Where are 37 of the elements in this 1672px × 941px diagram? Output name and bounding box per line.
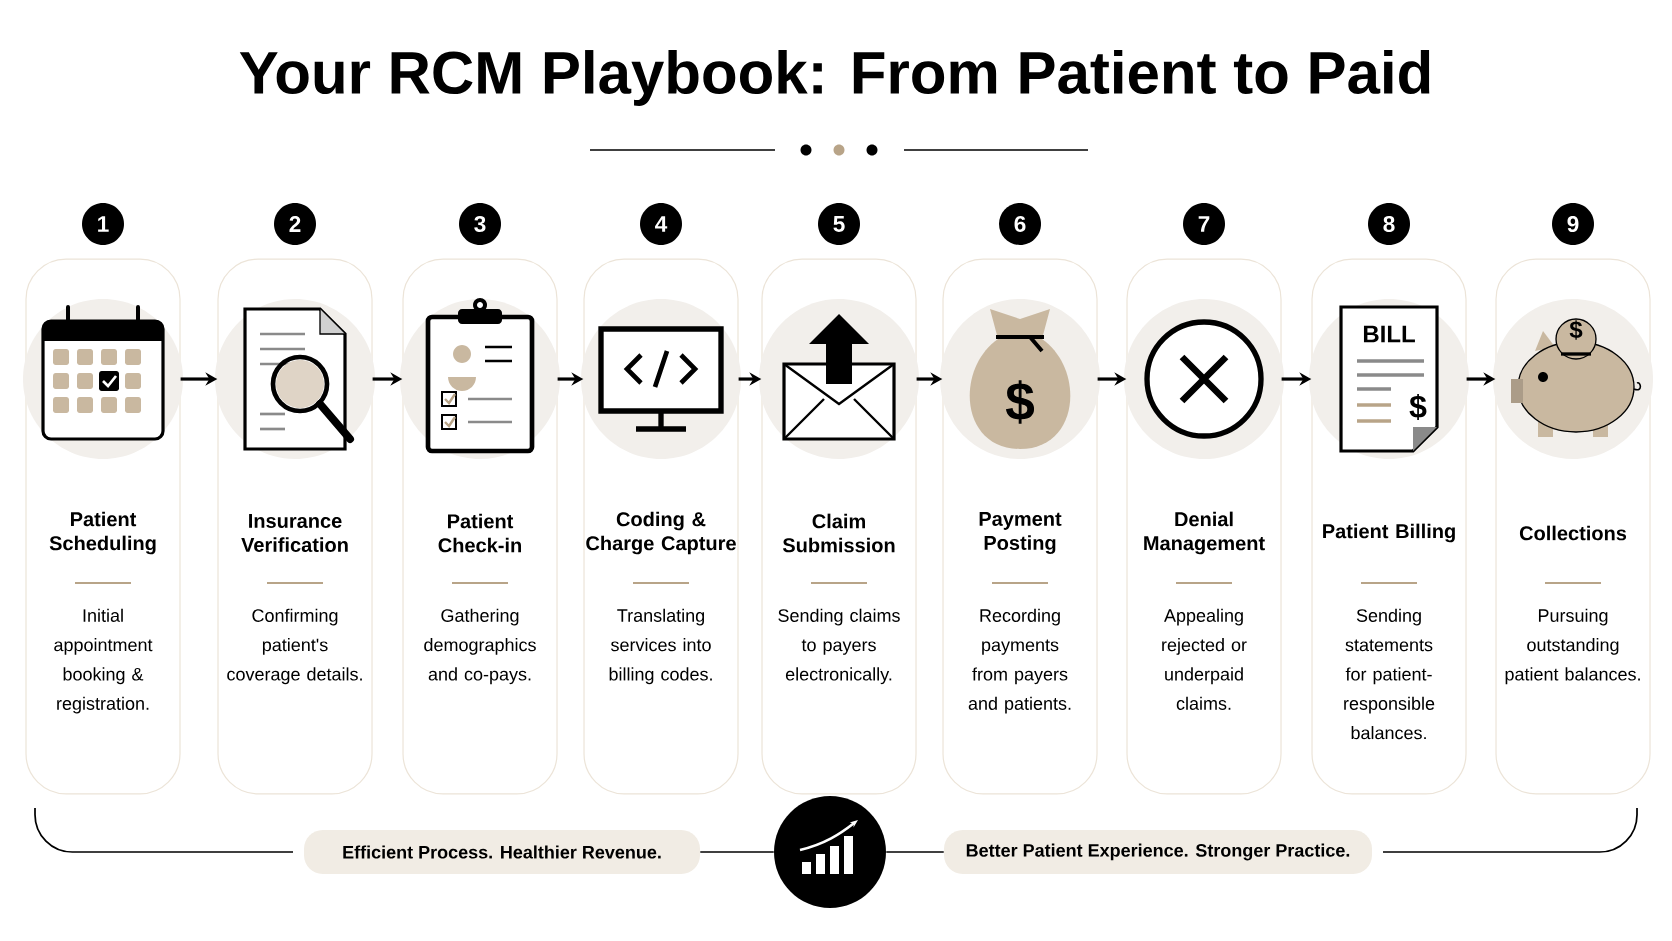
connector-line [885, 851, 945, 853]
step-description: Recording payments from payers and patients. [968, 608, 1071, 714]
tagline-pill: Better Patient Experience. Stronger Practice. [944, 830, 1372, 874]
step-title: Collections [1519, 525, 1627, 541]
step-number: 7 [1183, 203, 1225, 245]
tagline-pill: Efficient Process. Healthier Revenue. [304, 830, 700, 874]
step-description: Pursuing outstanding patient balances. [1505, 608, 1640, 685]
icon-text: BILL [1363, 325, 1415, 343]
step-description: Translating services into billing codes. [609, 608, 712, 685]
step-title: Insurance Verification [241, 514, 348, 552]
step-number: 1 [82, 203, 124, 245]
step-description: Sending claims to payers electronically. [778, 608, 900, 685]
step-title: Denial Management [1144, 511, 1265, 555]
step-description: Initial appointment booking & registration. [54, 608, 153, 714]
step-description: Sending statements for patient-responsible balances. [1344, 608, 1435, 740]
step-title: Patient Check-in [438, 513, 521, 553]
step-description: Confirming patient's coverage details. [227, 608, 362, 685]
step-description: Gathering demographics and co-pays. [424, 608, 536, 685]
step-title: Payment Posting [979, 512, 1062, 554]
icon-text: $ [1569, 320, 1583, 340]
step-description: Appealing rejected or underpaid claims. [1162, 608, 1247, 710]
title: Your RCM Playbook: From Patient to Paid [239, 50, 1430, 106]
step-number: 4 [640, 203, 682, 245]
connector-line [699, 851, 775, 853]
step-title: Patient Billing [1323, 523, 1455, 543]
chart-icon [774, 796, 886, 908]
step-number: 9 [1552, 203, 1594, 245]
step-number: 2 [274, 203, 316, 245]
step-number: 6 [999, 203, 1041, 245]
step-title: Coding & Charge Capture [586, 511, 736, 555]
step-title: Claim Submission [782, 513, 895, 553]
icon-text: $ [1409, 393, 1427, 421]
icon-text: $ [1005, 380, 1035, 424]
step-number: 3 [459, 203, 501, 245]
step-title: Patient Scheduling [49, 511, 156, 555]
step-number: 5 [818, 203, 860, 245]
step-number: 8 [1368, 203, 1410, 245]
